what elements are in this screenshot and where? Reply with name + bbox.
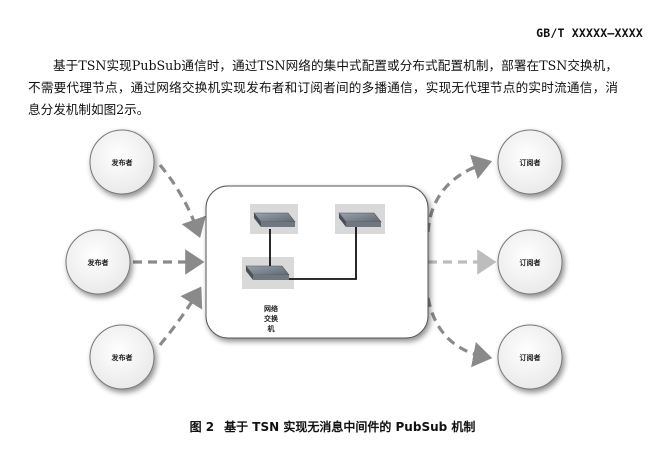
publisher-label-2: 发布者: [87, 258, 109, 267]
figure-caption-text: 基于 TSN 实现无消息中间件的 PubSub 机制: [224, 420, 476, 434]
switch-label-line-3: 机: [268, 324, 275, 333]
switch-1: [250, 204, 298, 234]
subscriber-node-1: 订阅者: [497, 129, 563, 195]
switch-label-line-2: 交换: [264, 314, 279, 323]
switch-label-line-1: 网络: [264, 304, 278, 313]
subscriber-node-2: 订阅者: [497, 229, 563, 295]
arrow-sub3: [426, 297, 493, 368]
subscriber-node-3: 订阅者: [497, 324, 563, 390]
figure-number: 图 2: [189, 420, 215, 434]
standard-code: GB/T XXXXX—XXXX: [536, 26, 643, 40]
switch-3: [242, 257, 294, 289]
switch-2: [335, 204, 385, 234]
network-box: [205, 185, 429, 339]
publisher-label-3: 发布者: [111, 353, 133, 362]
link-switch3-switch2: [289, 227, 357, 280]
subscriber-label-3: 订阅者: [520, 353, 541, 362]
publisher-node-1: 发布者: [89, 129, 155, 195]
arrow-sub1: [426, 154, 493, 233]
figure-caption: 图 2 基于 TSN 实现无消息中间件的 PubSub 机制: [0, 418, 665, 435]
publisher-node-3: 发布者: [89, 324, 155, 390]
arrow-pub1: [158, 163, 206, 239]
publisher-label-1: 发布者: [111, 158, 133, 167]
publisher-node-2: 发布者: [65, 229, 131, 295]
body-paragraph: 基于TSN实现PubSub通信时，通过TSN网络的集中式配置或分布式配置机制，部…: [28, 58, 618, 117]
subscriber-label-2: 订阅者: [520, 258, 541, 267]
arrow-pub3: [158, 286, 203, 347]
subscriber-label-1: 订阅者: [520, 158, 541, 167]
